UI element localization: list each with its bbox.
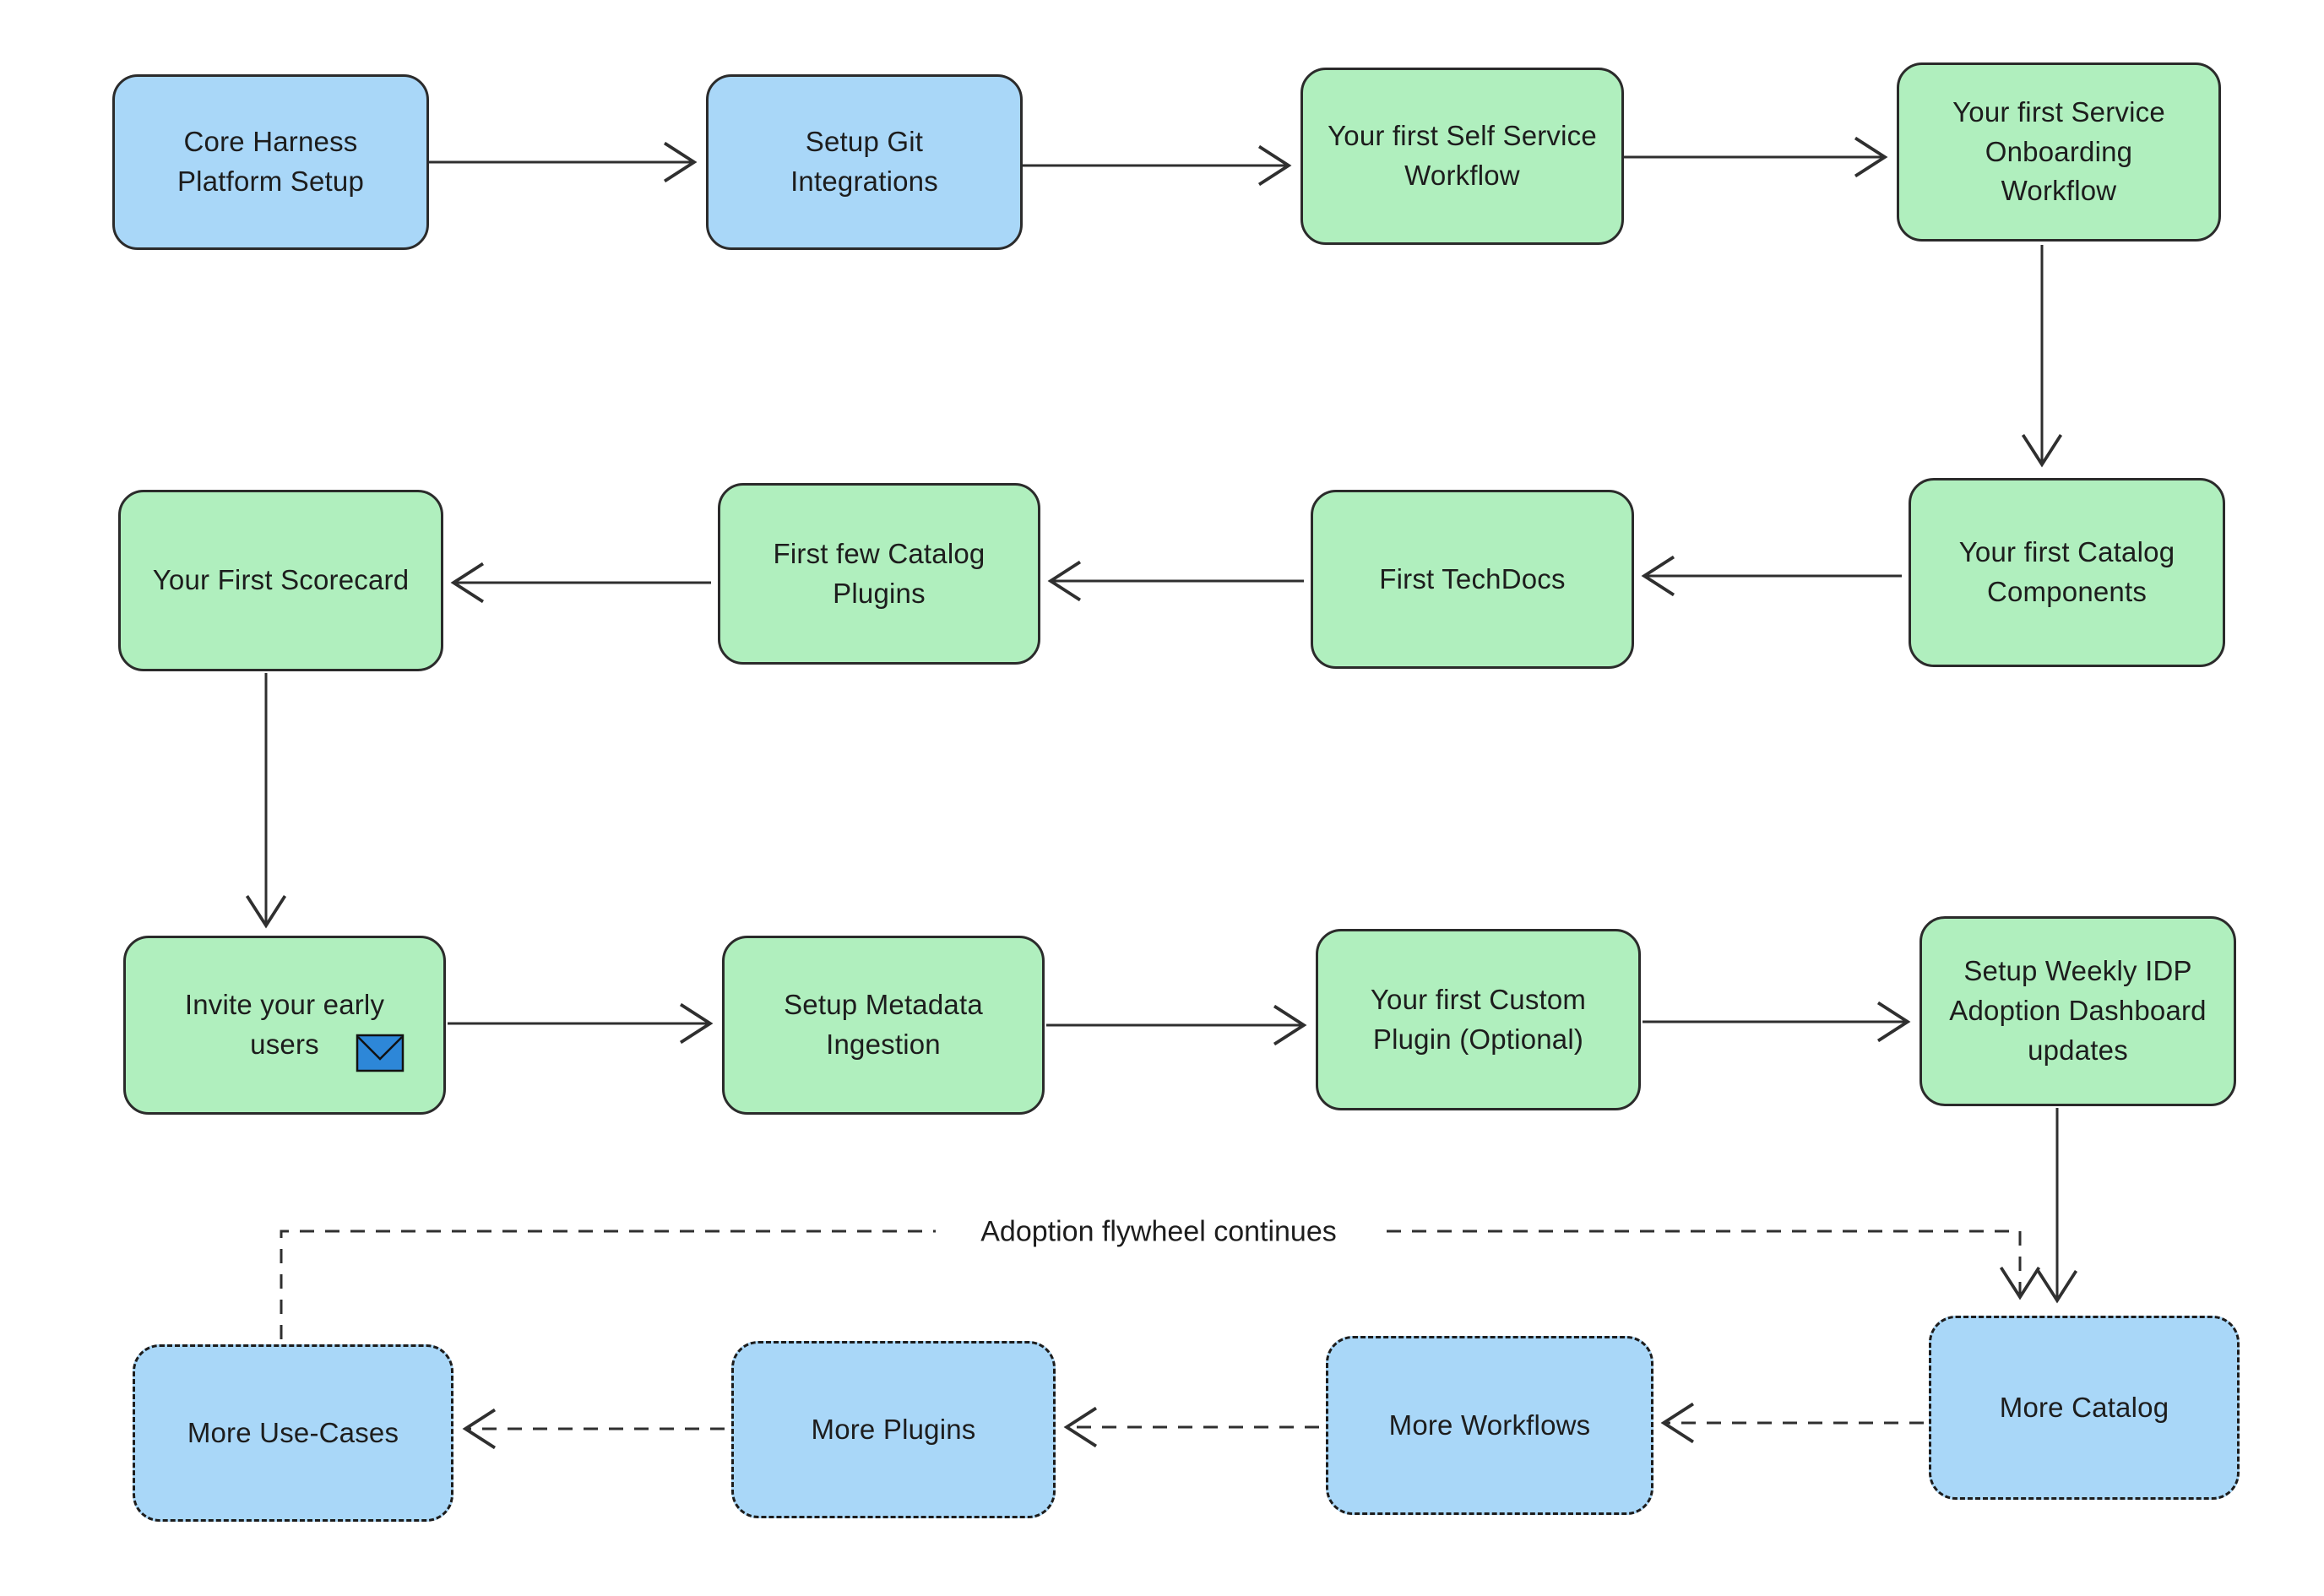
node-label: Invite your early users — [184, 989, 385, 1060]
flywheel-continues-label: Adoption flywheel continues — [975, 1215, 1342, 1249]
node-weekly-idp-adoption-dashboard: Setup Weekly IDP Adoption Dashboard upda… — [1919, 916, 2236, 1106]
node-first-service-onboarding-workflow: Your first Service Onboarding Workflow — [1897, 62, 2221, 242]
node-first-custom-plugin: Your first Custom Plugin (Optional) — [1316, 929, 1641, 1110]
edge-flywheel-right — [1387, 1230, 2041, 1300]
node-first-scorecard: Your First Scorecard — [118, 490, 443, 671]
node-label: More Use-Cases — [187, 1416, 399, 1448]
node-label: Your first Catalog Components — [1958, 536, 2175, 607]
node-first-few-catalog-plugins: First few Catalog Plugins — [718, 483, 1040, 665]
node-label: Your First Scorecard — [152, 564, 410, 596]
node-label: More Catalog — [1999, 1391, 2169, 1423]
node-more-workflows: More Workflows — [1326, 1336, 1653, 1515]
envelope-icon — [356, 1034, 405, 1072]
node-first-self-service-workflow: Your first Self Service Workflow — [1300, 68, 1624, 245]
node-label: Your first Self Service Workflow — [1328, 120, 1597, 191]
node-first-catalog-components: Your first Catalog Components — [1909, 478, 2225, 667]
node-more-plugins: More Plugins — [731, 1341, 1056, 1518]
node-label: Setup Git Integrations — [790, 126, 938, 197]
node-setup-metadata-ingestion: Setup Metadata Ingestion — [722, 936, 1045, 1115]
node-label: More Workflows — [1388, 1409, 1591, 1441]
node-label: Setup Metadata Ingestion — [784, 989, 983, 1060]
edge-flywheel-left — [280, 1230, 936, 1339]
node-label: Your first Service Onboarding Workflow — [1952, 95, 2165, 207]
node-label: First TechDocs — [1379, 562, 1566, 594]
node-label: First few Catalog Plugins — [773, 537, 986, 609]
node-label: More Plugins — [811, 1413, 976, 1445]
node-setup-git-integrations: Setup Git Integrations — [706, 74, 1023, 250]
node-invite-early-users: Invite your early users — [123, 936, 446, 1115]
node-more-catalog: More Catalog — [1929, 1316, 2240, 1500]
node-label: Your first Custom Plugin (Optional) — [1370, 983, 1587, 1055]
node-core-harness-platform-setup: Core Harness Platform Setup — [112, 74, 429, 250]
node-label: Core Harness Platform Setup — [176, 126, 365, 197]
node-first-techdocs: First TechDocs — [1311, 490, 1634, 669]
node-more-use-cases: More Use-Cases — [133, 1344, 453, 1522]
node-label: Setup Weekly IDP Adoption Dashboard upda… — [1949, 955, 2207, 1066]
